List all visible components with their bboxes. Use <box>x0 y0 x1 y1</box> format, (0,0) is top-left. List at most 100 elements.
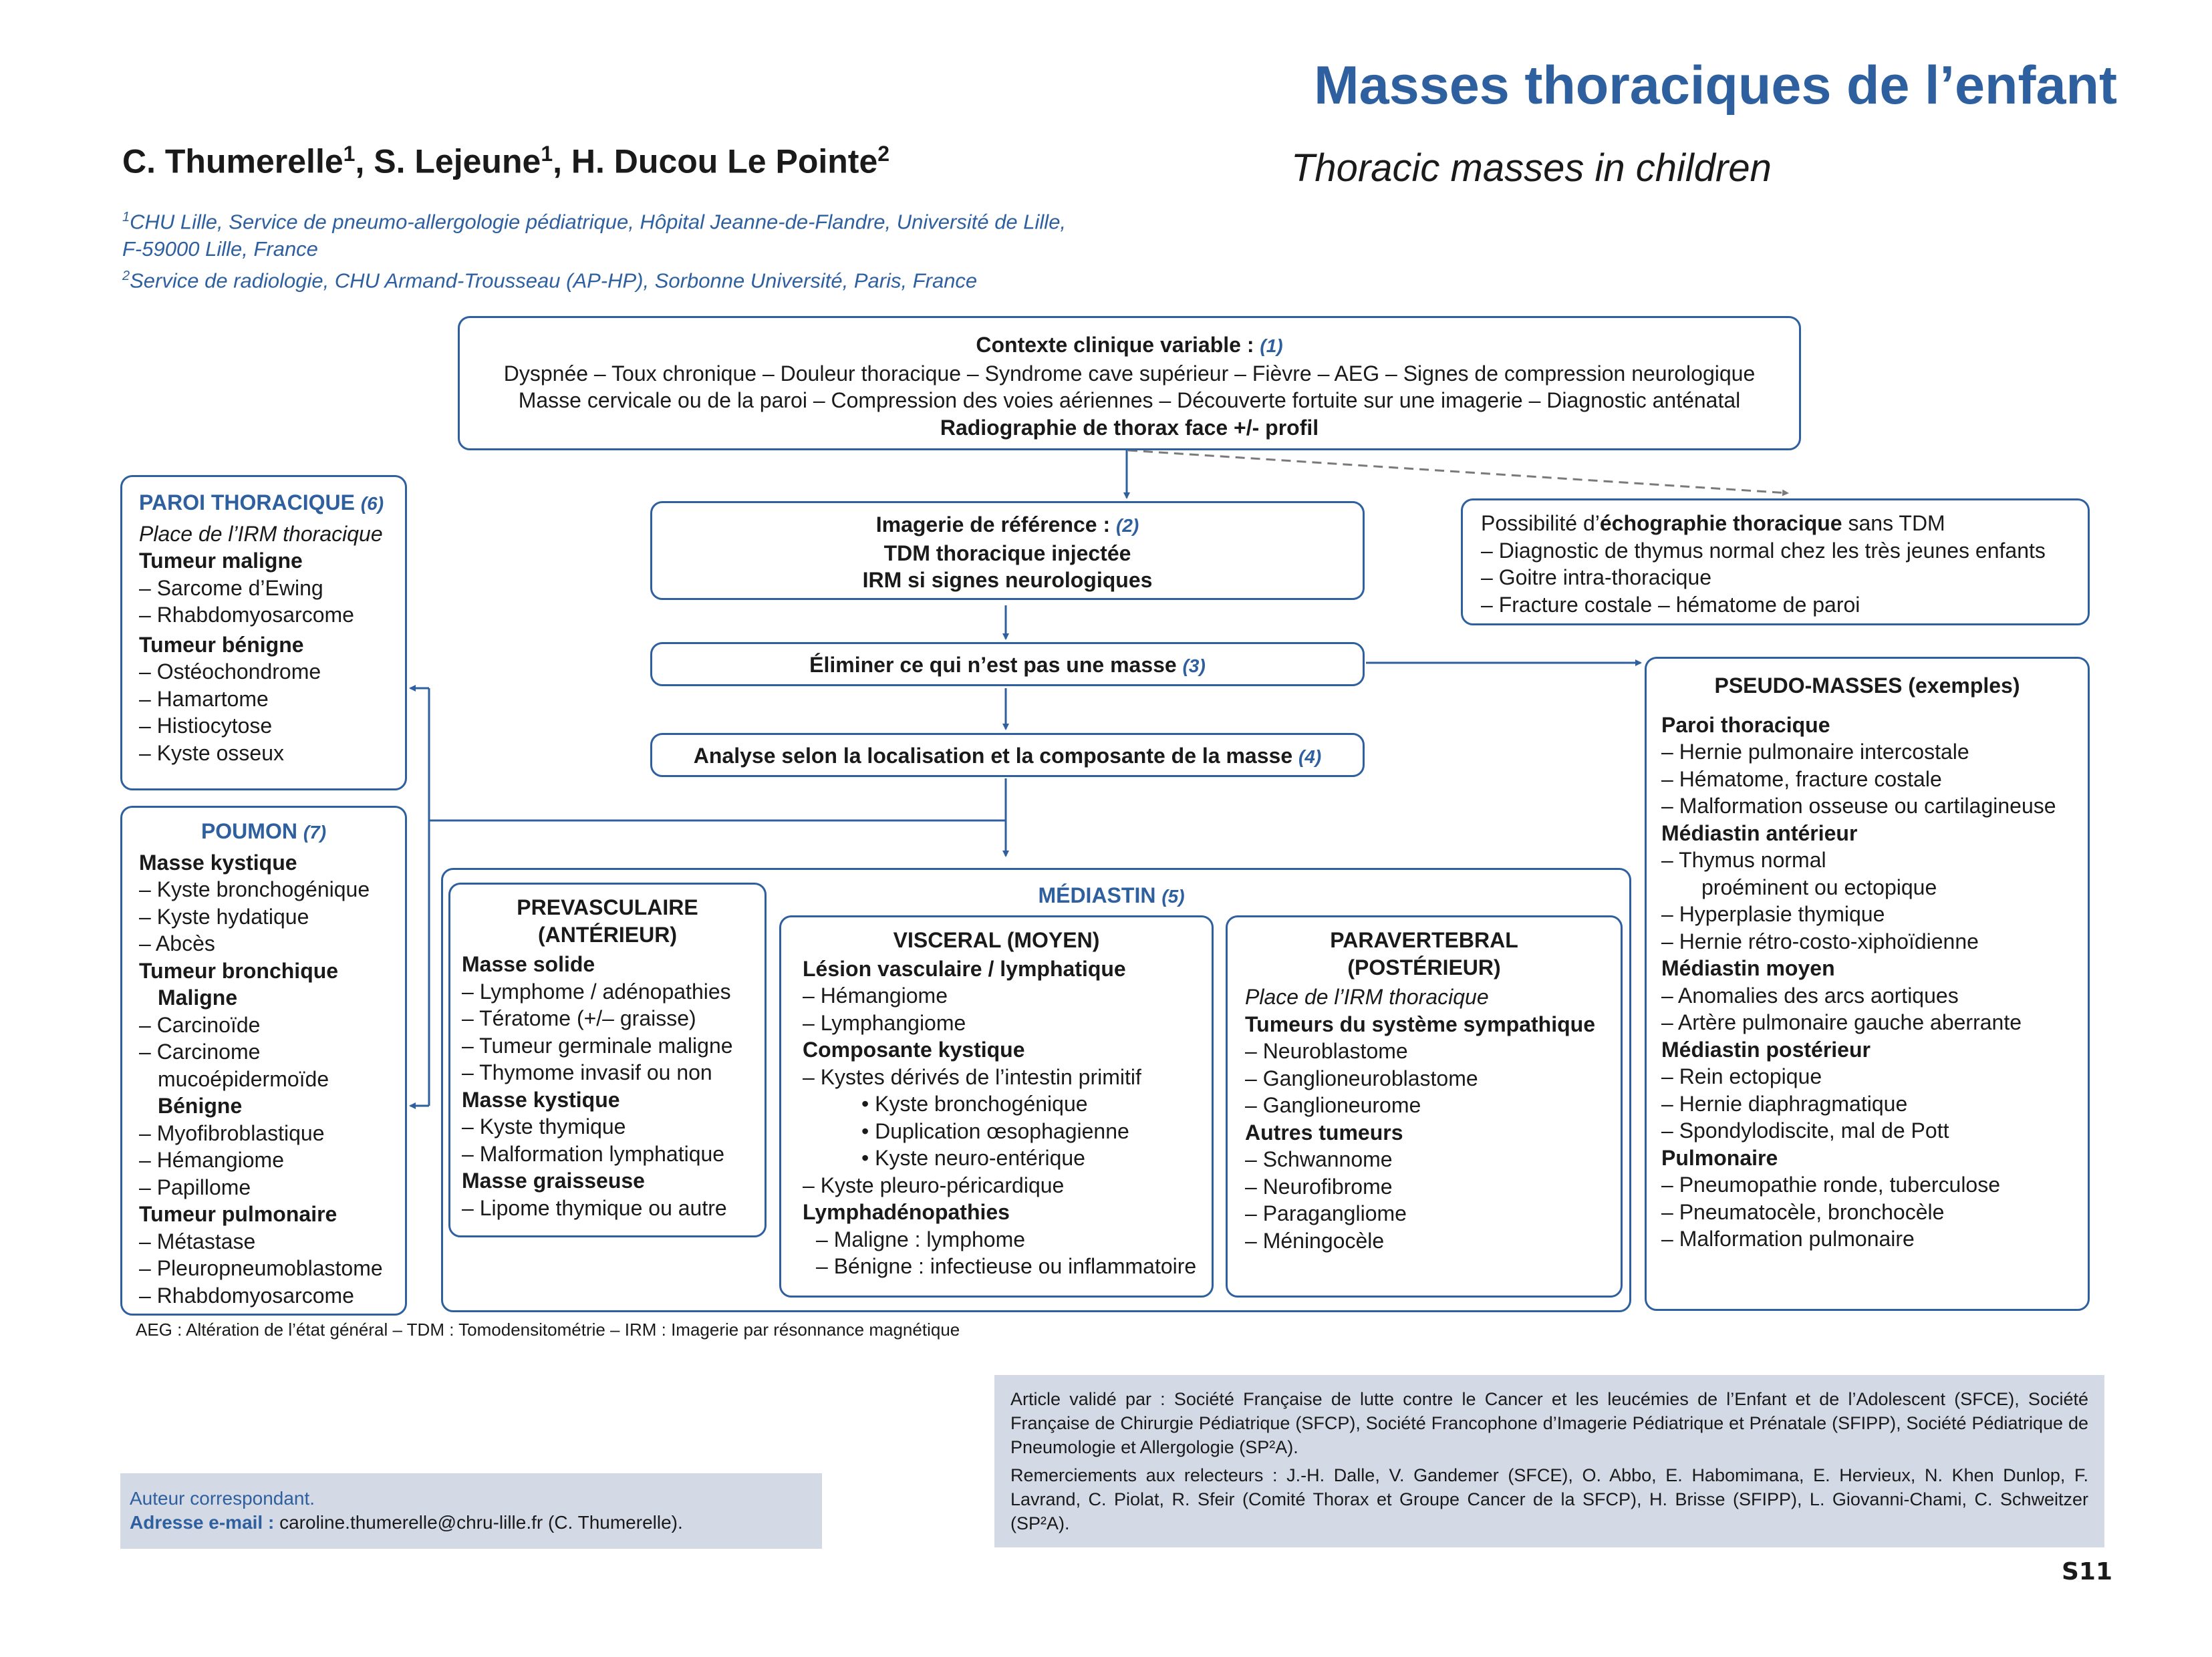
page-number: S11 <box>2062 1558 2113 1586</box>
poumon-pulmonaire: Tumeur pulmonaire <box>139 1202 337 1226</box>
paroi-box: PAROI THORACIQUE (6) Place de l’IRM thor… <box>120 475 407 790</box>
list-item: – Carcinoïde <box>139 1012 261 1037</box>
list-item: – Hamartome <box>139 686 269 711</box>
list-item: – Rhabdomyosarcome <box>139 1283 354 1308</box>
contexte-title: Contexte clinique variable : <box>976 333 1254 357</box>
list-item: – Lymphangiome <box>803 1010 966 1035</box>
list-item: – Ostéochondrome <box>139 659 321 684</box>
echographie-box: Possibilité d’échographie thoracique san… <box>1461 498 2090 625</box>
list-item: – Kyste bronchogénique <box>139 877 370 901</box>
list-item: – Hernie diaphragmatique <box>1661 1091 1908 1116</box>
affil-sup: 1 <box>122 210 130 224</box>
mediastin-title: MÉDIASTIN <box>1038 883 1156 907</box>
contexte-line: Masse cervicale ou de la paroi – Compres… <box>518 388 1741 412</box>
prevasculaire-box: PREVASCULAIRE (ANTÉRIEUR) Masse solide –… <box>448 883 767 1237</box>
list-item: – Hernie rétro-costo-xiphoïdienne <box>1661 929 1979 953</box>
list-item: – Rhabdomyosarcome <box>139 603 354 627</box>
list-item: – Tératome (+/– graisse) <box>462 1006 696 1030</box>
affil-sup: 2 <box>122 269 130 284</box>
prevasc-kystique: Masse kystique <box>462 1087 620 1112</box>
list-item: – Maligne : lymphome <box>816 1227 1026 1251</box>
list-item: mucoépidermoïde <box>158 1066 329 1091</box>
list-item: – Tumeur germinale maligne <box>462 1033 733 1058</box>
paroi-benigne: Tumeur bénigne <box>139 632 304 657</box>
author-sep: , <box>553 142 571 180</box>
poumon-bronchique: Tumeur bronchique <box>139 958 339 983</box>
author-sup: 2 <box>877 142 890 166</box>
list-item: – Paragangliome <box>1245 1201 1407 1225</box>
author-name: C. Thumerelle <box>122 142 343 180</box>
pseudo-group-head: Médiastin postérieur <box>1661 1037 1871 1062</box>
ref-2: (2) <box>1116 515 1139 536</box>
list-item: – Pneumatocèle, bronchocèle <box>1661 1199 1945 1224</box>
poumon-maligne: Maligne <box>158 986 238 1010</box>
echo-bold: échographie thoracique <box>1599 511 1842 535</box>
list-item: – Pleuropneumoblastome <box>139 1256 383 1280</box>
author-name: S. Lejeune <box>374 142 541 180</box>
list-item: – Kyste thymique <box>462 1114 626 1139</box>
acknowledgements-text: Remerciements aux relecteurs : J.-H. Dal… <box>1010 1465 2088 1533</box>
visceral-kystique: Composante kystique <box>803 1038 1025 1062</box>
paroi-maligne: Tumeur maligne <box>139 549 303 573</box>
list-item: – Sarcome d’Ewing <box>139 575 323 600</box>
list-item: – Neuroblastome <box>1245 1039 1408 1063</box>
paravert-title: PARAVERTEBRAL <box>1330 928 1518 952</box>
eliminer-label: Éliminer ce qui n’est pas une masse <box>809 653 1177 677</box>
list-item: – Pneumopathie ronde, tuberculose <box>1661 1173 2001 1197</box>
list-item: – Fracture costale – hématome de paroi <box>1481 592 1860 617</box>
paravert-irm: Place de l’IRM thoracique <box>1245 985 1489 1009</box>
author-sup: 1 <box>343 142 356 166</box>
analyse-box: Analyse selon la localisation et la comp… <box>650 733 1365 777</box>
list-item: – Goitre intra-thoracique <box>1481 565 1712 589</box>
list-item: – Hémangiome <box>139 1148 284 1172</box>
list-item: – Kyste pleuro-péricardique <box>803 1173 1065 1197</box>
visceral-box: VISCERAL (MOYEN) Lésion vasculaire / lym… <box>779 915 1214 1298</box>
paravert-autres: Autres tumeurs <box>1245 1120 1403 1145</box>
echo-post: sans TDM <box>1842 511 1945 535</box>
affiliations: 1CHU Lille, Service de pneumo-allergolog… <box>122 204 1066 295</box>
list-item: – Neurofibrome <box>1245 1174 1393 1199</box>
author-sup: 1 <box>541 142 553 166</box>
validation-text: Article validé par : Société Française d… <box>1010 1389 2088 1457</box>
authors: C. Thumerelle1, S. Lejeune1, H. Ducou Le… <box>122 142 889 181</box>
list-item: – Hernie pulmonaire intercostale <box>1661 740 1969 764</box>
list-item: – Carcinome <box>139 1040 261 1064</box>
paravertebral-box: PARAVERTEBRAL (POSTÉRIEUR) Place de l’IR… <box>1226 915 1623 1298</box>
list-item: – Histiocytose <box>139 714 273 738</box>
imagerie-line: TDM thoracique injectée <box>883 541 1131 565</box>
poumon-title: POUMON <box>200 819 297 843</box>
list-item: – Schwannome <box>1245 1147 1393 1171</box>
list-item: – Kyste osseux <box>139 740 284 765</box>
list-item: – Hématome, fracture costale <box>1661 766 1942 791</box>
list-item: • Kyste neuro-entérique <box>861 1146 1085 1170</box>
affil-line: F-59000 Lille, France <box>122 237 318 261</box>
list-item: – Malformation pulmonaire <box>1661 1227 1915 1251</box>
visceral-lympha: Lymphadénopathies <box>803 1200 1010 1224</box>
pseudo-title: PSEUDO-MASSES (exemples) <box>1714 673 2020 698</box>
list-item: proéminent ou ectopique <box>1701 875 1937 899</box>
list-item: • Duplication œsophagienne <box>861 1118 1129 1143</box>
author-name: H. Ducou Le Pointe <box>571 142 878 180</box>
list-item: – Lipome thymique ou autre <box>462 1195 727 1220</box>
echo-pre: Possibilité d’ <box>1481 511 1600 535</box>
paravert-subtitle: (POSTÉRIEUR) <box>1347 955 1501 980</box>
email-link[interactable]: caroline.thumerelle@chru-lille.fr (C. Th… <box>274 1512 683 1533</box>
list-item: – Bénigne : infectieuse ou inflammatoire <box>816 1254 1197 1278</box>
list-item: – Hémangiome <box>803 984 948 1008</box>
list-item: – Thymome invasif ou non <box>462 1060 712 1084</box>
list-item: – Abcès <box>139 931 215 955</box>
paroi-title: PAROI THORACIQUE <box>139 490 355 514</box>
list-item: – Méningocèle <box>1245 1228 1385 1253</box>
list-item: – Lymphome / adénopathies <box>462 979 731 1004</box>
list-item: – Ganglioneuroblastome <box>1245 1066 1478 1090</box>
list-item: – Thymus normal <box>1661 848 1826 872</box>
prevasc-subtitle: (ANTÉRIEUR) <box>538 922 677 947</box>
author-box: Auteur correspondant. Adresse e-mail : c… <box>120 1473 822 1549</box>
list-item: – Hyperplasie thymique <box>1661 902 1885 926</box>
ref-7: (7) <box>303 822 327 843</box>
pseudo-box: PSEUDO-MASSES (exemples) Paroi thoraciqu… <box>1645 657 2090 1311</box>
page-subtitle: Thoracic masses in children <box>1291 146 1772 190</box>
ref-3: (3) <box>1182 655 1206 676</box>
pseudo-group-head: Médiastin moyen <box>1661 956 1835 980</box>
